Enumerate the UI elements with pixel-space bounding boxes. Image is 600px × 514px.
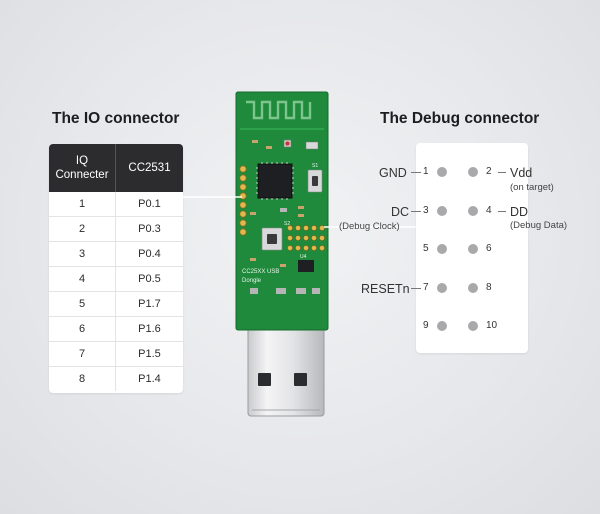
signal-vdd: Vdd [510, 166, 533, 180]
io-col-header-pin: IQ Connecter [49, 144, 116, 192]
silk-code-s1: S1 [312, 163, 318, 169]
io-signal-cell: P0.5 [138, 273, 161, 285]
pin-number: 2 [486, 166, 492, 177]
io-signal-cell: P1.5 [138, 348, 161, 360]
pin-number: 9 [423, 320, 429, 331]
signal-resetn: RESETn [361, 282, 410, 296]
table-row: 3 P0.4 [49, 242, 183, 267]
pin-6-dot [468, 244, 478, 254]
table-row: 8 P1.4 [49, 367, 183, 391]
dc-tick [411, 211, 421, 212]
pcb-board: CC25XX USB Dongle S1 S2 U4 [235, 91, 329, 331]
signal-gnd: GND [379, 166, 407, 180]
signal-dc: DC [391, 205, 410, 219]
io-pin-cell: 2 [49, 217, 116, 241]
usb-dongle-illustration: CC25XX USB Dongle S1 S2 U4 [183, 91, 416, 417]
pin-4-dot [468, 206, 478, 216]
silk-model: CC25XX USB [242, 269, 279, 275]
table-row: 5 P1.7 [49, 292, 183, 317]
pin-number: 10 [486, 320, 498, 331]
io-signal-cell: P1.6 [138, 323, 161, 335]
io-col-header-signal: CC2531 [128, 162, 171, 174]
io-signal-cell: P0.4 [138, 248, 161, 260]
cc2531-chip [257, 163, 293, 199]
pin-number: 1 [423, 166, 429, 177]
table-row: 7 P1.5 [49, 342, 183, 367]
io-connector-title: The IO connector [52, 110, 180, 127]
silk-code-s2: S2 [284, 221, 290, 227]
io-table-header: IQ Connecter CC2531 [49, 144, 183, 192]
debug-connector-box: 1 3 5 7 9 2 4 6 8 10 [416, 143, 528, 353]
pin-10-dot [468, 321, 478, 331]
dd-tick [498, 211, 506, 212]
io-pin-cell: 4 [49, 267, 116, 291]
pin-7-dot [437, 283, 447, 293]
io-pin-cell: 7 [49, 342, 116, 366]
pin-3-dot [437, 206, 447, 216]
signal-dd: DD [510, 205, 529, 219]
pin-number: 6 [486, 243, 492, 254]
pin-2-dot [468, 167, 478, 177]
pin-number: 8 [486, 282, 492, 293]
table-row: 4 P0.5 [49, 267, 183, 292]
io-pin-cell: 6 [49, 317, 116, 341]
pin-8-dot [468, 283, 478, 293]
io-pin-cell: 3 [49, 242, 116, 266]
signal-dc-note: (Debug Clock) [339, 221, 400, 232]
table-row: 1 P0.1 [49, 192, 183, 217]
pin-number: 5 [423, 243, 429, 254]
vdd-tick [498, 172, 506, 173]
pin-1-dot [437, 167, 447, 177]
io-signal-cell: P1.7 [138, 298, 161, 310]
pin-number: 3 [423, 205, 429, 216]
debug-connector-title: The Debug connector [380, 110, 540, 127]
silk-dongle: Dongle [242, 278, 262, 284]
silk-code-u4: U4 [300, 254, 307, 260]
table-row: 6 P1.6 [49, 317, 183, 342]
resetn-tick [411, 288, 421, 289]
pin-5-dot [437, 244, 447, 254]
antenna-trace [246, 100, 312, 120]
io-signal-cell: P1.4 [138, 373, 161, 385]
signal-dd-note: (Debug Data) [510, 220, 568, 231]
table-row: 2 P0.3 [49, 217, 183, 242]
debug-header-pads [287, 225, 325, 251]
io-header-pads [239, 165, 247, 236]
signal-vdd-note: (on target) [510, 182, 554, 193]
io-signal-cell: P0.1 [138, 198, 161, 210]
pin-9-dot [437, 321, 447, 331]
io-signal-cell: P0.3 [138, 223, 161, 235]
io-pin-cell: 5 [49, 292, 116, 316]
io-pin-cell: 1 [49, 192, 116, 216]
pin-number: 7 [423, 282, 429, 293]
gnd-tick [411, 172, 421, 173]
io-pin-cell: 8 [49, 367, 116, 391]
pin-number: 4 [486, 205, 492, 216]
